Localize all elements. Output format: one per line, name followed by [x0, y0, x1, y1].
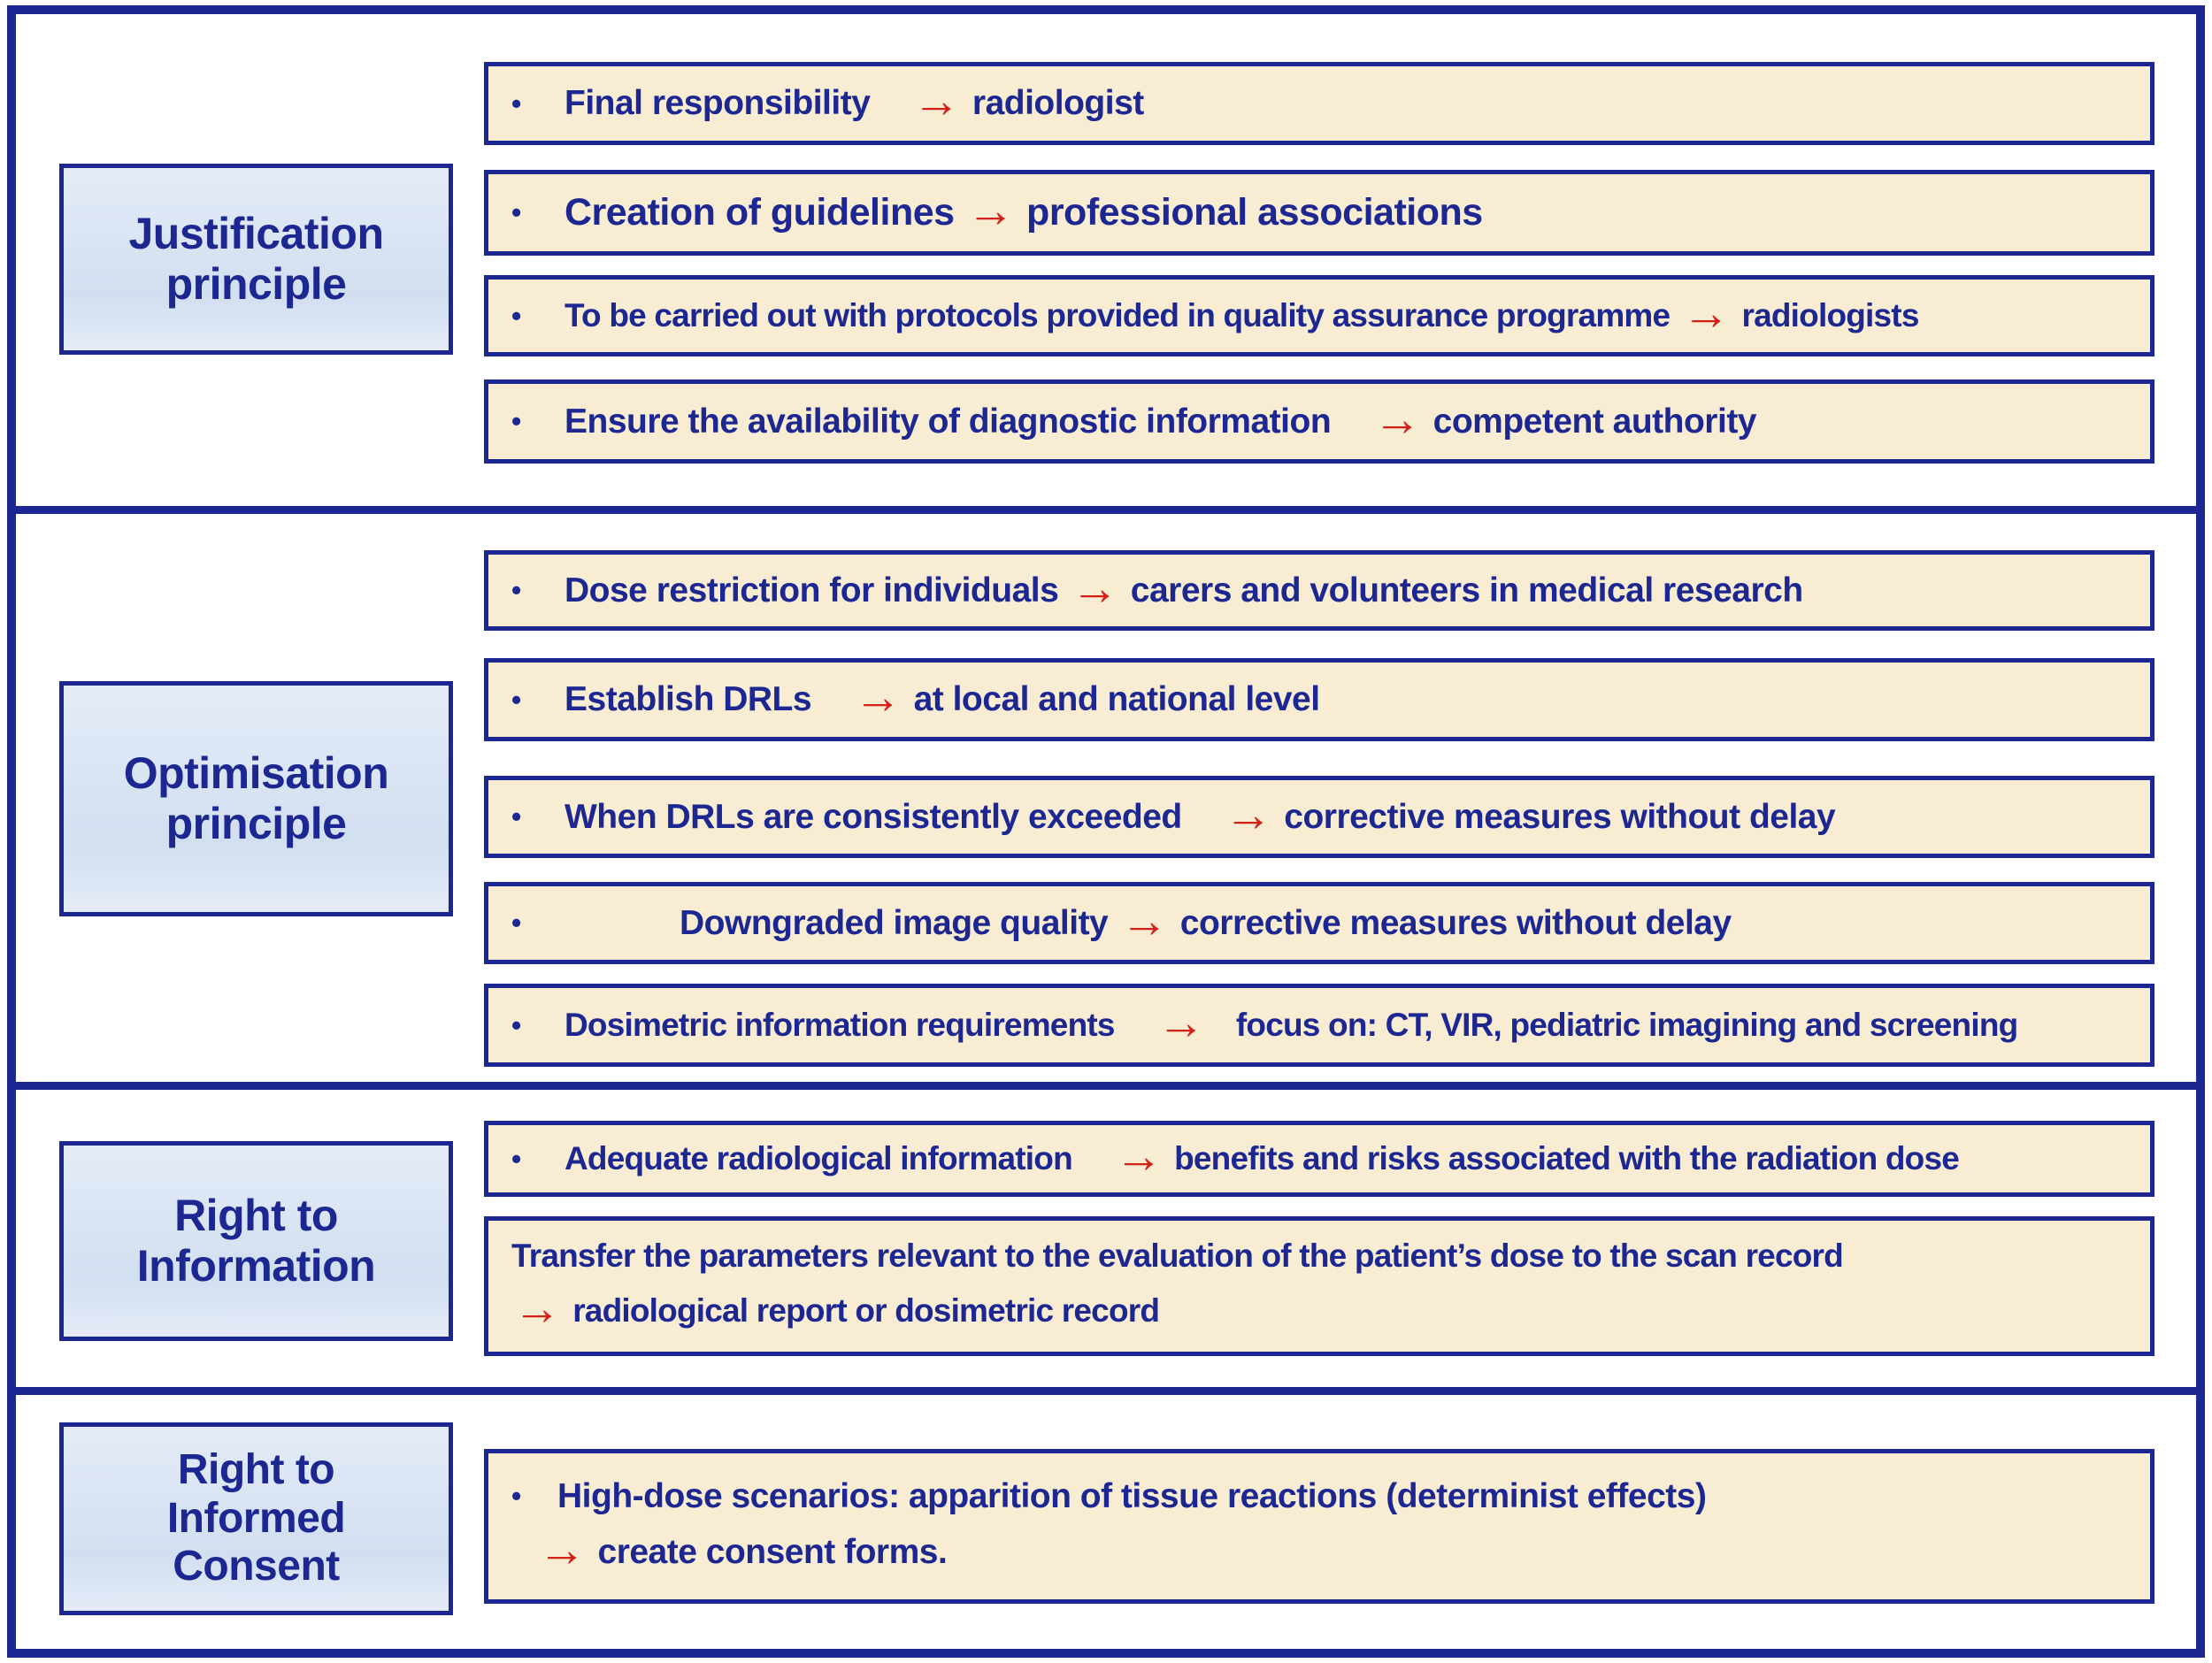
- item-result: radiologist: [972, 84, 1144, 122]
- item-lead: Creation of guidelines: [565, 191, 955, 234]
- item-dosimetric-information: • Dosimetric information requirements → …: [484, 984, 2154, 1067]
- arrow-icon: →: [912, 74, 960, 127]
- arrow-icon: →: [1156, 996, 1205, 1049]
- arrow-icon: →: [1373, 392, 1421, 446]
- label-justification-principle: Justification principle: [59, 164, 453, 355]
- section-divider: [16, 1082, 2196, 1090]
- item-lead: Dose restriction for individuals: [565, 571, 1059, 609]
- item-availability-diagnostic-information: • Ensure the availability of diagnostic …: [484, 379, 2154, 464]
- section-divider: [16, 506, 2196, 514]
- item-lead: Downgraded image quality: [680, 903, 1109, 942]
- item-text: High-dose scenarios: apparition of tissu…: [557, 1476, 1707, 1515]
- arrow-icon: →: [966, 183, 1015, 237]
- item-result: corrective measures without delay: [1179, 903, 1732, 942]
- label-line: Consent: [173, 1543, 340, 1590]
- item-lead: Establish DRLs: [565, 680, 812, 718]
- label-line: principle: [165, 259, 347, 309]
- item-line-2: → create consent forms.: [511, 1522, 2131, 1576]
- bullet-icon: •: [511, 801, 521, 832]
- arrow-icon: →: [538, 1522, 586, 1576]
- item-result: professional associations: [1026, 191, 1483, 234]
- item-adequate-radiological-information: • Adequate radiological information → be…: [484, 1121, 2154, 1197]
- section-justification-principle: Justification principle • Final responsi…: [16, 14, 2196, 506]
- item-line-1: • High-dose scenarios: apparition of tis…: [511, 1477, 2131, 1516]
- bullet-icon: •: [511, 87, 521, 119]
- item-protocols-quality-assurance: • To be carried out with protocols provi…: [484, 275, 2154, 356]
- item-lead: When DRLs are consistently exceeded: [565, 797, 1182, 836]
- item-text: radiological report or dosimetric record: [572, 1292, 1160, 1329]
- item-result: radiologists: [1741, 297, 1920, 333]
- item-dose-restriction: • Dose restriction for individuals → car…: [484, 550, 2154, 631]
- item-establish-drls: • Establish DRLs → at local and national…: [484, 658, 2154, 741]
- arrow-icon: →: [1114, 1130, 1163, 1183]
- item-result: at local and national level: [913, 680, 1320, 718]
- bullet-icon: •: [511, 299, 521, 332]
- bullet-icon: •: [511, 1008, 521, 1041]
- section-right-to-information: Right to Information • Adequate radiolog…: [16, 1090, 2196, 1387]
- item-transfer-parameters: Transfer the parameters relevant to the …: [484, 1216, 2154, 1356]
- item-result: benefits and risks associated with the r…: [1174, 1140, 1960, 1176]
- item-result: corrective measures without delay: [1284, 797, 1836, 836]
- arrow-icon: →: [854, 671, 902, 724]
- item-line-1: Transfer the parameters relevant to the …: [511, 1238, 2131, 1275]
- item-lead: Final responsibility: [565, 84, 871, 122]
- label-line: Optimisation: [123, 748, 389, 798]
- label-line: Information: [136, 1241, 376, 1291]
- item-final-responsibility: • Final responsibility → radiologist: [484, 62, 2154, 145]
- label-right-to-informed-consent: Right to Informed Consent: [59, 1422, 453, 1615]
- item-drls-exceeded: • When DRLs are consistently exceeded → …: [484, 776, 2154, 858]
- bullet-icon: •: [511, 1480, 521, 1512]
- arrow-icon: →: [1071, 561, 1118, 615]
- item-line-2: → radiological report or dosimetric reco…: [511, 1282, 2131, 1335]
- item-result: carers and volunteers in medical researc…: [1130, 571, 1803, 609]
- bullet-icon: •: [511, 405, 521, 437]
- item-lead: To be carried out with protocols provide…: [565, 297, 1671, 333]
- item-creation-of-guidelines: • Creation of guidelines → professional …: [484, 170, 2154, 256]
- bullet-icon: •: [511, 907, 521, 939]
- item-lead: Ensure the availability of diagnostic in…: [565, 402, 1332, 441]
- item-lead: Adequate radiological information: [565, 1140, 1073, 1176]
- section-right-to-informed-consent: Right to Informed Consent • High-dose sc…: [16, 1395, 2196, 1649]
- item-lead: Dosimetric information requirements: [565, 1007, 1115, 1043]
- arrow-icon: →: [1120, 893, 1168, 947]
- item-result: focus on: CT, VIR, pediatric imagining a…: [1235, 1007, 2018, 1043]
- arrow-icon: →: [513, 1282, 561, 1335]
- label-right-to-information: Right to Information: [59, 1141, 453, 1341]
- section-optimisation-principle: Optimisation principle • Dose restrictio…: [16, 514, 2196, 1082]
- label-line: Right to: [177, 1445, 335, 1493]
- bullet-icon: •: [511, 196, 521, 228]
- item-downgraded-image-quality: • Downgraded image quality → corrective …: [484, 882, 2154, 964]
- label-optimisation-principle: Optimisation principle: [59, 681, 453, 916]
- label-line: principle: [165, 799, 347, 848]
- item-result: competent authority: [1432, 402, 1757, 441]
- item-text: create consent forms.: [597, 1532, 948, 1571]
- section-divider: [16, 1387, 2196, 1395]
- bullet-icon: •: [511, 683, 521, 716]
- diagram-frame: Justification principle • Final responsi…: [7, 5, 2205, 1658]
- item-text: Transfer the parameters relevant to the …: [511, 1238, 1844, 1274]
- label-line: Informed: [166, 1494, 346, 1542]
- label-line: Right to: [174, 1191, 338, 1240]
- arrow-icon: →: [1682, 287, 1730, 340]
- arrow-icon: →: [1224, 787, 1272, 841]
- item-high-dose-scenarios: • High-dose scenarios: apparition of tis…: [484, 1449, 2154, 1604]
- bullet-icon: •: [511, 574, 521, 606]
- bullet-icon: •: [511, 1142, 521, 1175]
- label-line: Justification: [128, 209, 384, 258]
